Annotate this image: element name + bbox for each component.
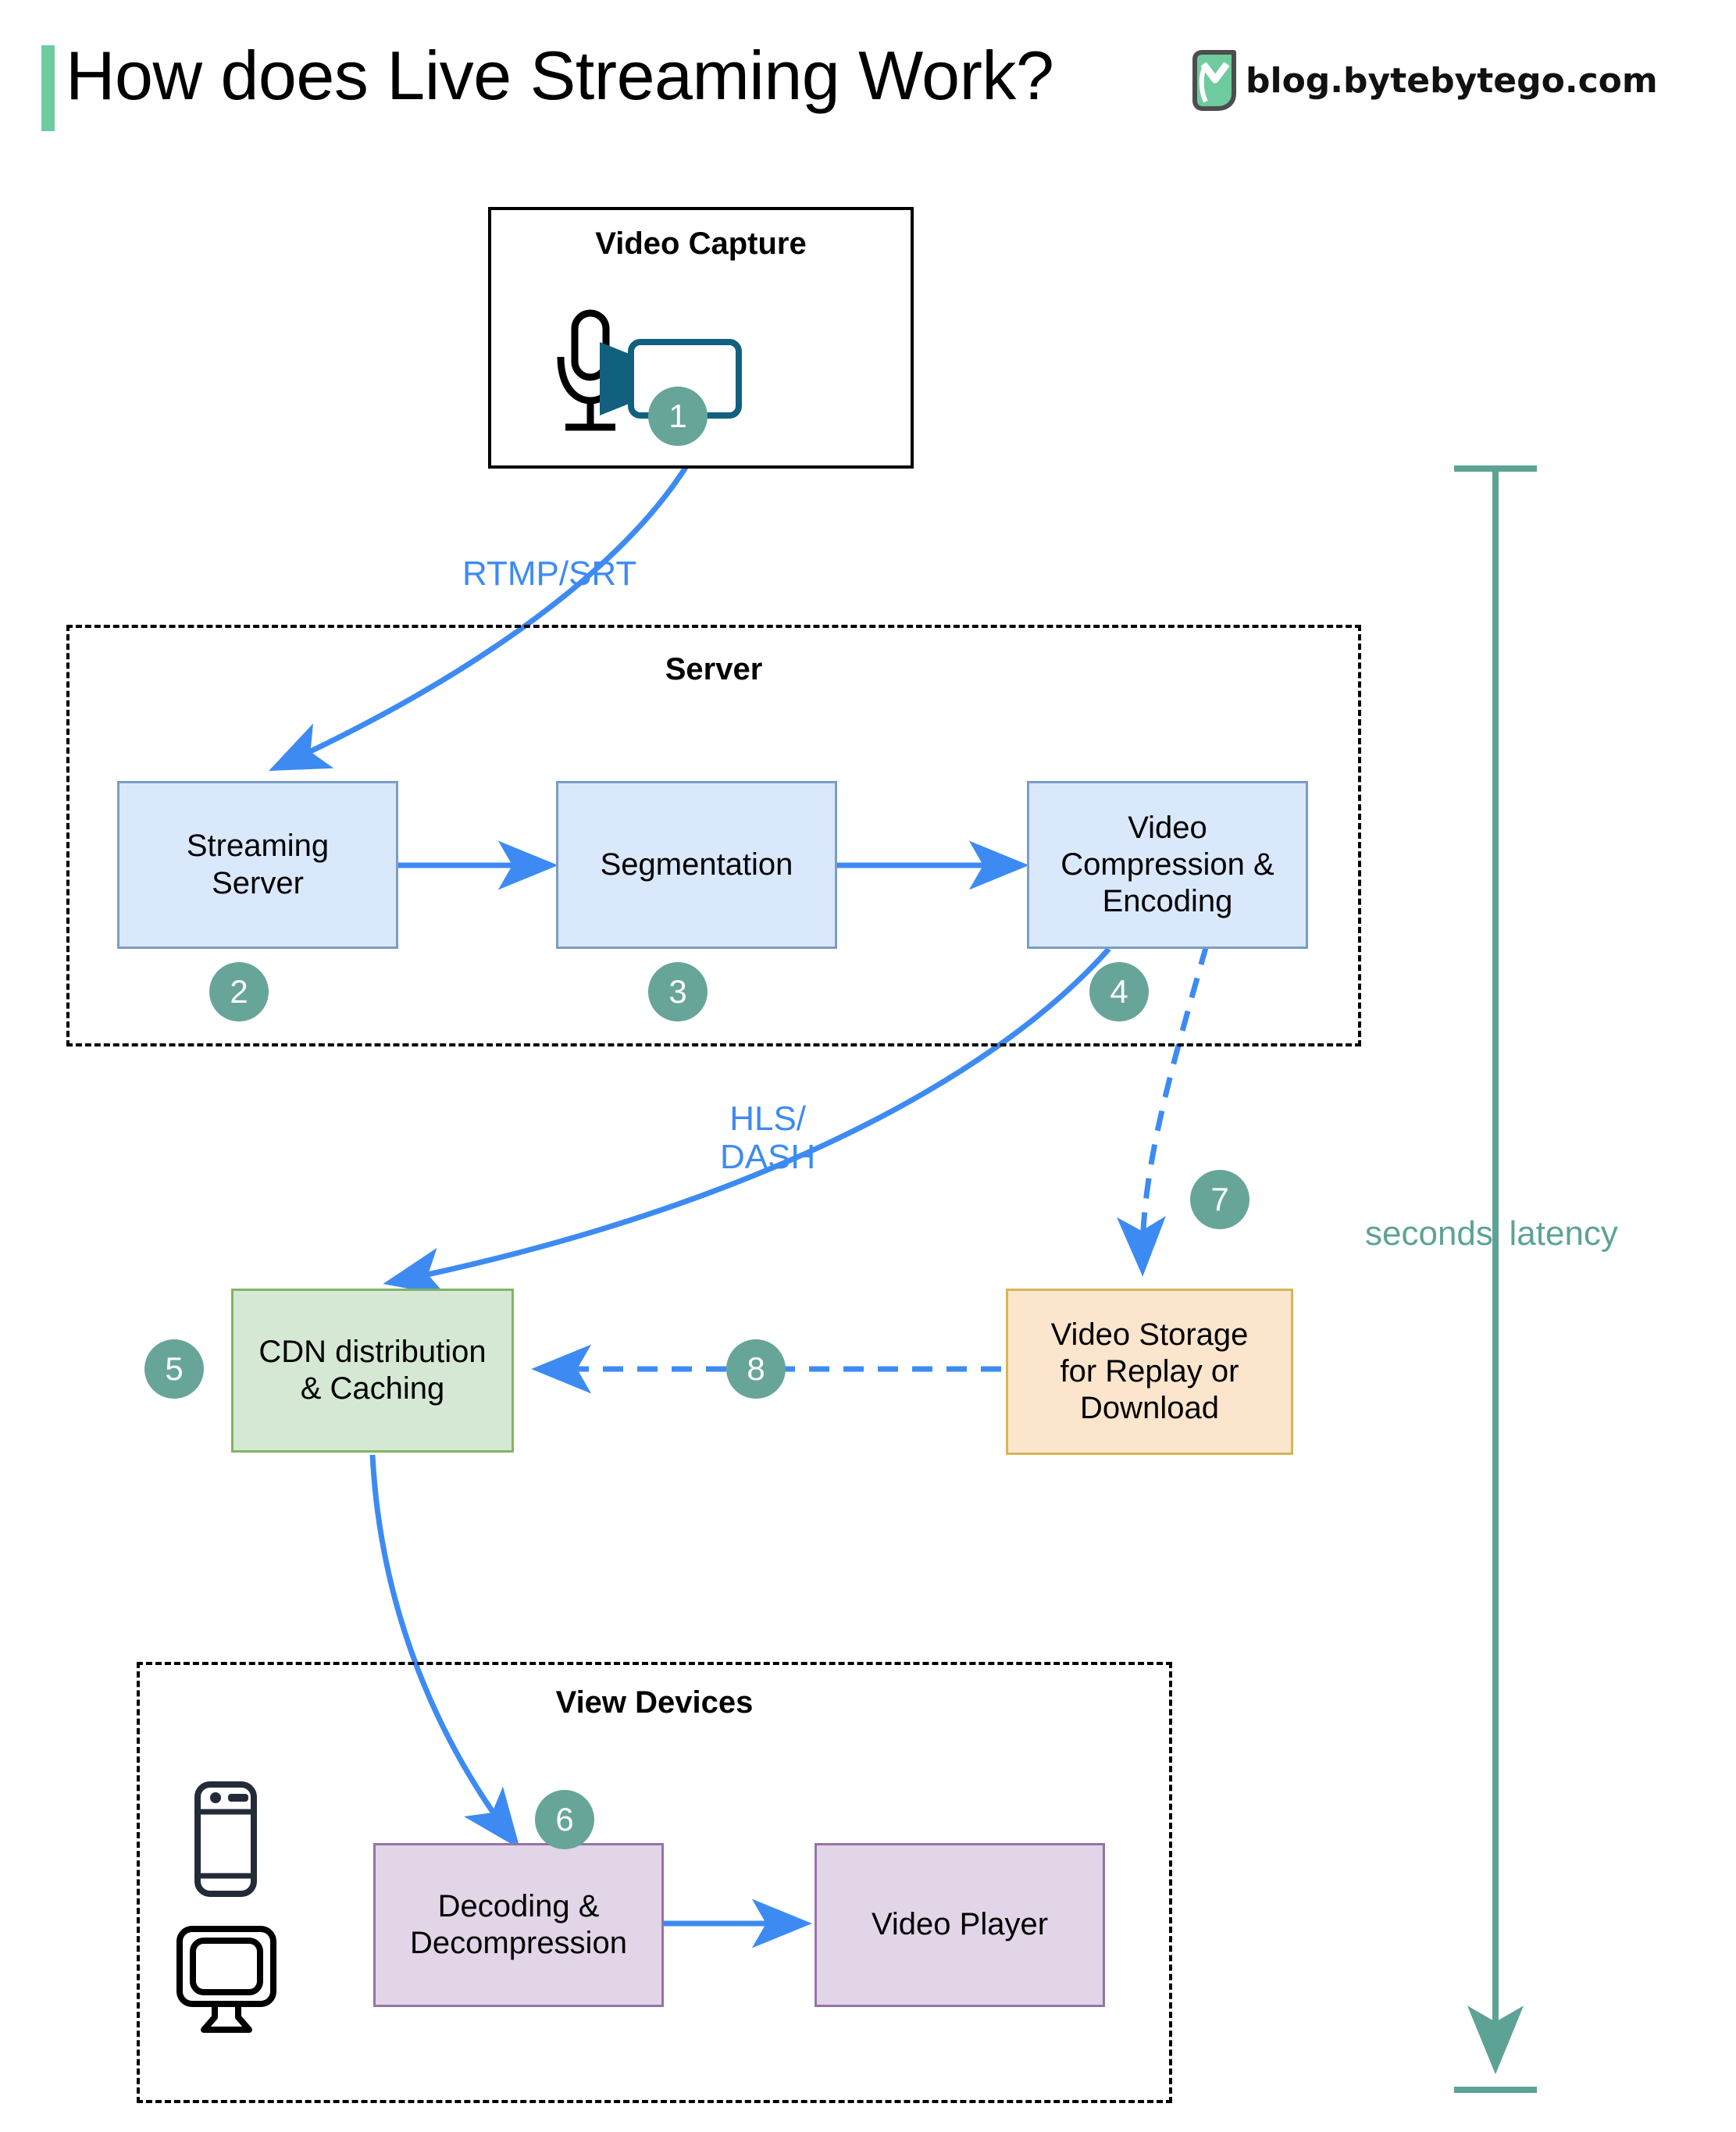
view-devices-group bbox=[137, 1662, 1172, 2103]
brand-block: blog.bytebytego.com bbox=[1191, 50, 1658, 111]
badge-8: 8 bbox=[726, 1339, 786, 1399]
node-segmentation[interactable]: Segmentation bbox=[556, 781, 837, 949]
badge-5: 5 bbox=[144, 1339, 204, 1399]
mobile-phone-icon bbox=[194, 1781, 258, 1902]
latency-measure-bar bbox=[1454, 465, 1537, 2093]
badge-1: 1 bbox=[648, 387, 708, 446]
latency-annotation: seconds' latency bbox=[1365, 1214, 1618, 1253]
node-streaming-server[interactable]: Streaming Server bbox=[117, 781, 398, 949]
node-video-player[interactable]: Video Player bbox=[815, 1843, 1105, 2007]
badge-7: 7 bbox=[1190, 1170, 1249, 1229]
page-header: How does Live Streaming Work? blog.byteb… bbox=[0, 0, 1736, 156]
badge-6: 6 bbox=[535, 1790, 594, 1849]
server-group bbox=[66, 625, 1361, 1046]
node-cdn[interactable]: CDN distribution & Caching bbox=[231, 1289, 514, 1453]
video-capture-label: Video Capture bbox=[595, 226, 807, 261]
edge-label-rtmp-srt: RTMP/SRT bbox=[462, 554, 637, 593]
badge-4: 4 bbox=[1089, 962, 1149, 1021]
title-accent-bar bbox=[41, 45, 55, 131]
server-group-label: Server bbox=[665, 652, 763, 686]
badge-2: 2 bbox=[209, 962, 269, 1021]
page-title: How does Live Streaming Work? bbox=[66, 37, 1054, 114]
badge-3: 3 bbox=[648, 962, 708, 1021]
brand-url-text: blog.bytebytego.com bbox=[1246, 60, 1658, 101]
bytebytego-logo-icon bbox=[1191, 50, 1239, 111]
view-devices-group-label: View Devices bbox=[555, 1685, 754, 1720]
node-video-storage[interactable]: Video Storage for Replay or Download bbox=[1006, 1289, 1293, 1455]
edge-label-hls-dash: HLS/ DASH bbox=[720, 1100, 816, 1177]
desktop-monitor-icon bbox=[176, 1925, 277, 2042]
node-decoding[interactable]: Decoding & Decompression bbox=[373, 1843, 664, 2007]
node-video-compression[interactable]: Video Compression & Encoding bbox=[1027, 781, 1308, 949]
